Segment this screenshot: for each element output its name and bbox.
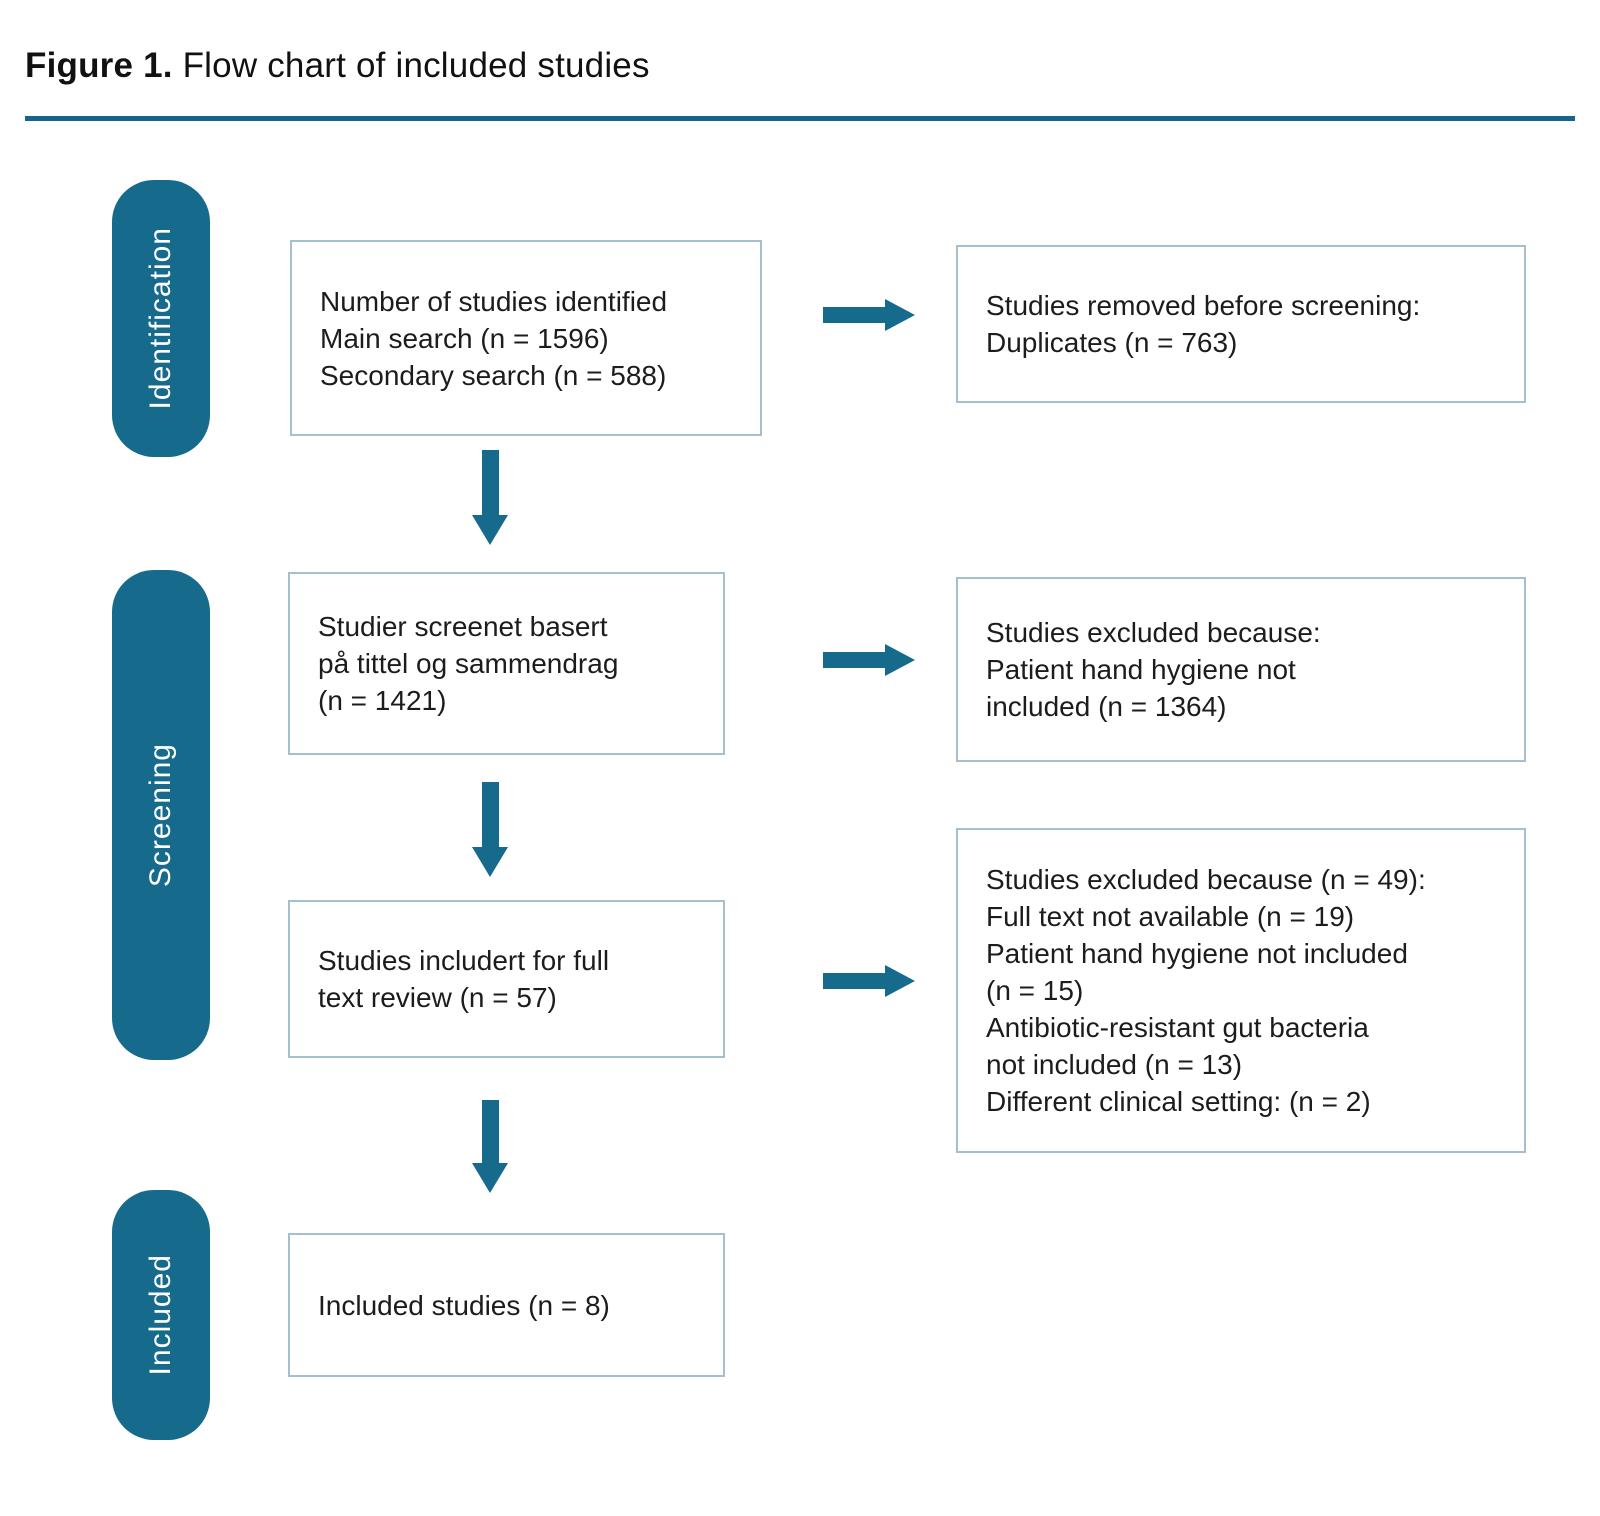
box-line: Studies removed before screening: — [986, 290, 1421, 321]
box-line: Included studies (n = 8) — [318, 1289, 610, 1321]
arrow-down-identified-to-screened — [472, 450, 508, 545]
arrow-right-fulltext-to-excluded — [823, 965, 915, 997]
box-line: Number of studies identified — [320, 285, 668, 317]
box-line: Studies excluded because (n = 49): — [986, 864, 1426, 895]
arrow-stem — [481, 450, 499, 515]
box-line: Full text not available (n = 19) — [986, 901, 1355, 932]
arrow-right-screened-to-excluded — [823, 644, 915, 676]
box-fulltext-review: Studies includert for full text review (… — [288, 900, 725, 1058]
box-line: not included (n = 13) — [986, 1049, 1243, 1080]
arrow-down-fulltext-to-included — [472, 1100, 508, 1193]
arrow-head-icon — [472, 847, 508, 877]
arrow-head-icon — [885, 965, 915, 997]
box-line: Antibiotic-resistant gut bacteria — [986, 1012, 1369, 1043]
arrow-down-screened-to-fulltext — [472, 782, 508, 877]
box-line: (n = 1421) — [318, 685, 447, 716]
stage-label-screening: Screening — [144, 742, 177, 888]
stage-label-included: Included — [144, 1254, 177, 1376]
stage-pill-included: Included — [112, 1190, 210, 1440]
arrow-head-icon — [472, 515, 508, 545]
arrow-stem — [481, 782, 499, 847]
box-line: included (n = 1364) — [986, 691, 1227, 722]
box-line: på tittel og sammendrag — [318, 648, 619, 679]
box-line: Studies excluded because: — [986, 617, 1321, 648]
arrow-stem — [823, 973, 885, 989]
arrow-stem — [481, 1100, 499, 1163]
box-line: text review (n = 57) — [318, 982, 557, 1013]
box-included-studies: Included studies (n = 8) — [288, 1233, 725, 1377]
box-line: Main search (n = 1596) — [320, 322, 609, 354]
arrow-stem — [823, 652, 885, 668]
arrow-head-icon — [885, 644, 915, 676]
arrow-head-icon — [472, 1163, 508, 1193]
box-excluded-after-fulltext: Studies excluded because (n = 49): Full … — [956, 828, 1526, 1153]
stage-pill-screening: Screening — [112, 570, 210, 1060]
arrow-stem — [823, 307, 885, 323]
box-studies-screened: Studier screenet basert på tittel og sam… — [288, 572, 725, 755]
box-line: Patient hand hygiene not included — [986, 938, 1408, 969]
figure-title: Figure 1. Flow chart of included studies — [25, 46, 650, 86]
box-line: Secondary search (n = 588) — [320, 359, 667, 391]
box-studies-identified: Number of studies identified Main search… — [290, 240, 762, 436]
box-line: Studies includert for full — [318, 945, 610, 976]
box-line: (n = 15) — [986, 975, 1084, 1006]
box-line: Different clinical setting: (n = 2) — [986, 1086, 1371, 1117]
figure-number: Figure 1. — [25, 46, 173, 85]
figure-caption: Flow chart of included studies — [172, 46, 650, 85]
title-divider — [25, 116, 1575, 121]
box-excluded-after-screening: Studies excluded because: Patient hand h… — [956, 577, 1526, 762]
box-line: Studier screenet basert — [318, 611, 608, 642]
stage-pill-identification: Identification — [112, 180, 210, 457]
box-line: Patient hand hygiene not — [986, 654, 1296, 685]
box-studies-removed: Studies removed before screening: Duplic… — [956, 245, 1526, 403]
arrow-right-identified-to-removed — [823, 299, 915, 331]
box-line: Duplicates (n = 763) — [986, 327, 1238, 358]
stage-label-identification: Identification — [144, 227, 177, 410]
arrow-head-icon — [885, 299, 915, 331]
